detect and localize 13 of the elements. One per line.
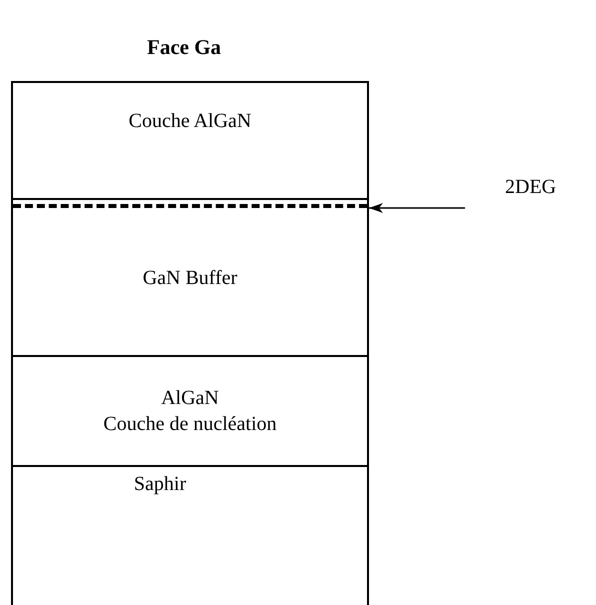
layer-label: Couche AlGaN (128, 108, 252, 134)
substrate-box (11, 465, 369, 605)
arrow (369, 203, 465, 213)
layer-label: Couche de nucléation (103, 412, 277, 437)
dashed-interface-line (13, 204, 367, 210)
layer-label: AlGaN (161, 386, 219, 411)
layer-label: Saphir (134, 472, 186, 497)
title: Face Ga (147, 34, 222, 61)
annotation-label: 2DEG (505, 172, 575, 202)
layer-box (11, 198, 369, 357)
layer-box (11, 81, 369, 200)
layer-box (11, 355, 369, 467)
layer-label: GaN Buffer (142, 266, 238, 290)
